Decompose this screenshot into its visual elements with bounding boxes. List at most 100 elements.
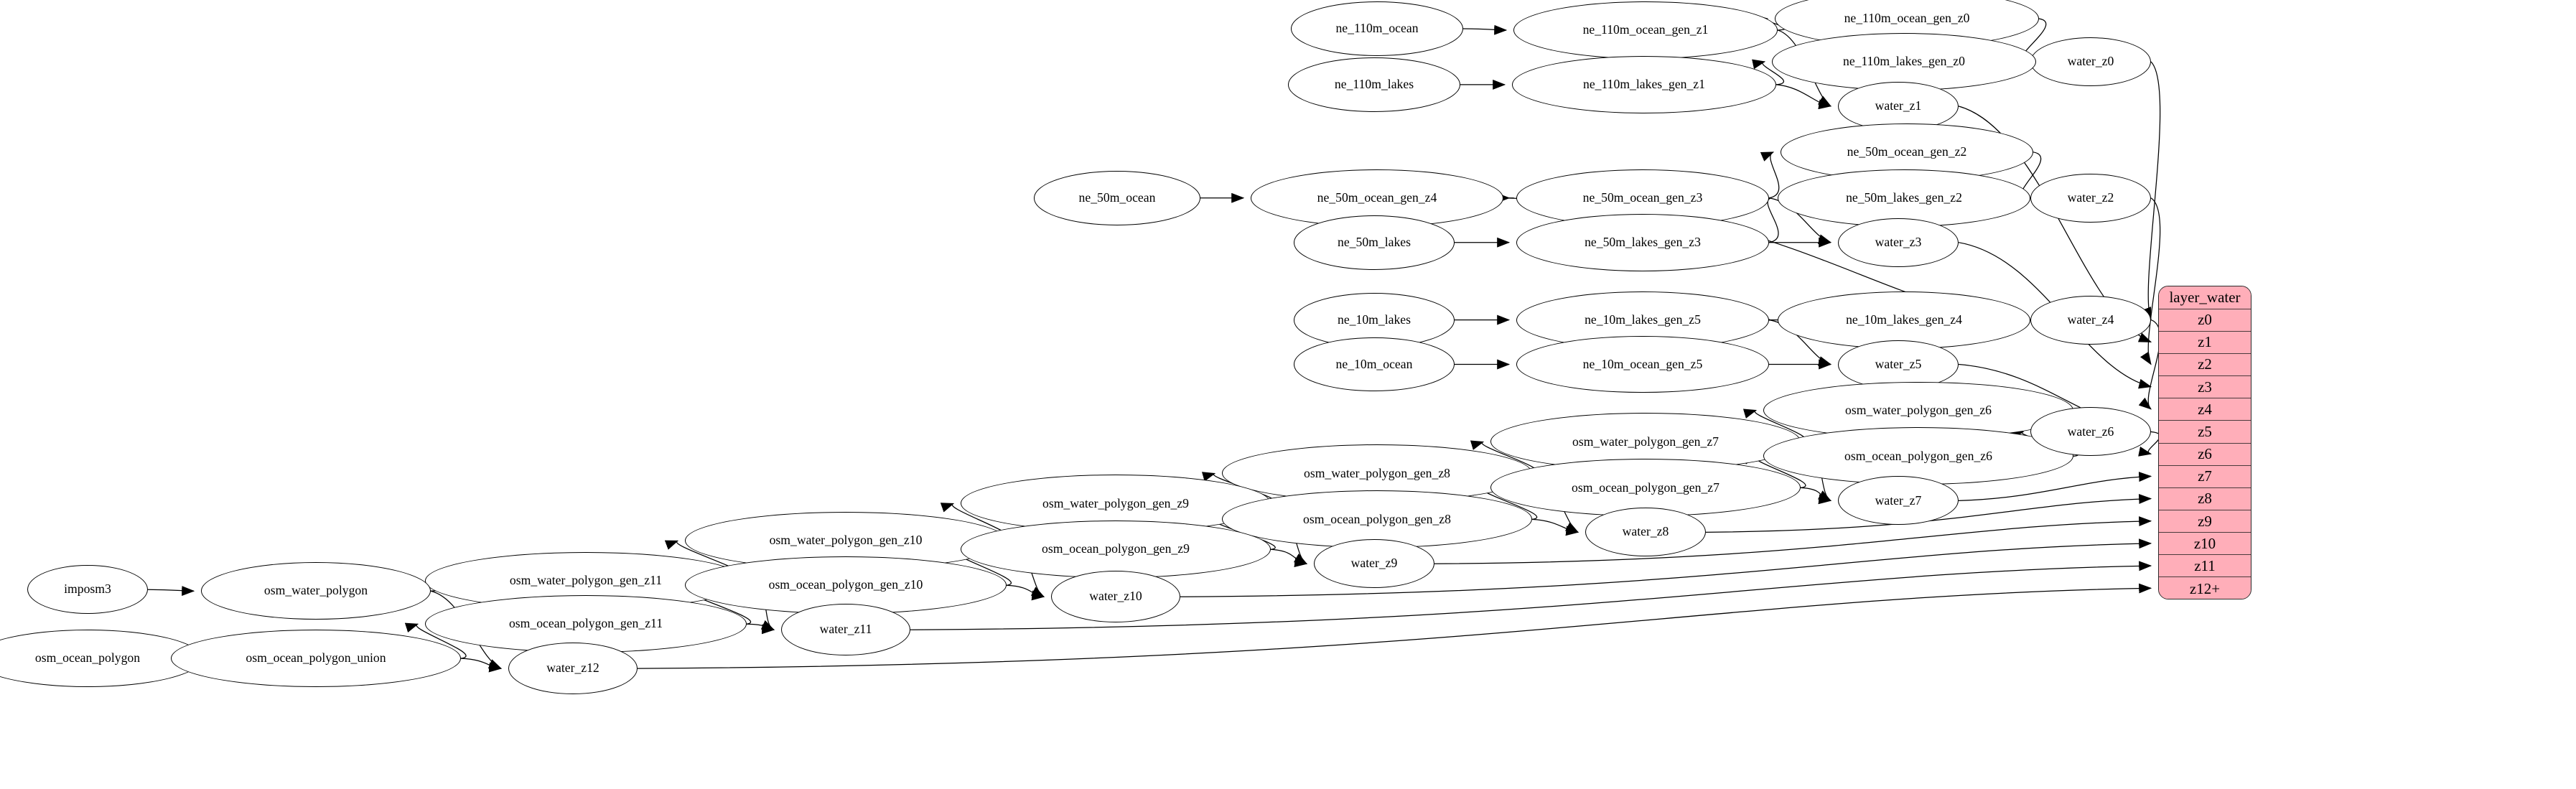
node-osm_ocean_polygon[interactable]: osm_ocean_polygon [0, 630, 202, 688]
node-label: water_z2 [2067, 190, 2114, 205]
node-label: osm_ocean_polygon_gen_z9 [1042, 541, 1190, 556]
node-label: osm_water_polygon_gen_z6 [1845, 402, 1992, 417]
node-label: water_z0 [2067, 54, 2114, 69]
record-header: layer_water [2159, 286, 2251, 309]
node-label: ne_110m_ocean_gen_z1 [1582, 22, 1709, 37]
edge-osm_ocean_polygon_gen_z9-to-water_z9 [1271, 549, 1308, 567]
record-row-z8[interactable]: z8 [2159, 487, 2251, 510]
node-label: ne_50m_ocean_gen_z2 [1847, 144, 1967, 159]
node-water_z5[interactable]: water_z5 [1838, 340, 1959, 389]
node-ne_50m_lakes[interactable]: ne_50m_lakes [1294, 215, 1455, 270]
node-water_z0[interactable]: water_z0 [2030, 37, 2151, 86]
record-row-z3[interactable]: z3 [2159, 376, 2251, 399]
node-label: osm_water_polygon_gen_z10 [769, 533, 923, 548]
edge-ne_50m_lakes_gen_z3-to-ne_50m_lakes_gen_z2 [1757, 198, 1778, 243]
node-water_z1[interactable]: water_z1 [1838, 81, 1959, 131]
record-row-z5[interactable]: z5 [2159, 421, 2251, 444]
node-ne_10m_lakes_gen_z4[interactable]: ne_10m_lakes_gen_z4 [1778, 291, 2030, 349]
node-label: ne_10m_lakes_gen_z5 [1585, 312, 1701, 327]
node-label: ne_10m_lakes_gen_z4 [1846, 312, 1962, 327]
node-label: ne_50m_ocean_gen_z3 [1582, 190, 1703, 205]
node-label: imposm3 [64, 582, 111, 597]
node-label: ne_50m_lakes [1338, 234, 1411, 249]
node-imposm3[interactable]: imposm3 [27, 565, 148, 615]
node-ne_110m_lakes[interactable]: ne_110m_lakes [1288, 57, 1460, 112]
node-osm_ocean_polygon_gen_z6[interactable]: osm_ocean_polygon_gen_z6 [1763, 427, 2073, 485]
record-row-z2[interactable]: z2 [2159, 353, 2251, 377]
record-row-z0[interactable]: z0 [2159, 309, 2251, 332]
node-water_z3[interactable]: water_z3 [1838, 218, 1959, 267]
record-row-z11[interactable]: z11 [2159, 555, 2251, 578]
node-label: ne_10m_ocean_gen_z5 [1582, 356, 1703, 371]
node-label: osm_ocean_polygon_gen_z11 [508, 616, 663, 631]
node-label: osm_ocean_polygon_gen_z8 [1303, 511, 1451, 526]
node-water_z4[interactable]: water_z4 [2030, 295, 2151, 345]
node-water_z8[interactable]: water_z8 [1585, 508, 1706, 557]
node-label: water_z1 [1875, 98, 1922, 113]
node-label: ne_110m_ocean [1335, 21, 1419, 36]
node-label: water_z7 [1875, 492, 1922, 508]
node-label: ne_50m_ocean [1078, 190, 1156, 205]
node-osm_ocean_polygon_gen_z9[interactable]: osm_ocean_polygon_gen_z9 [961, 520, 1271, 579]
node-label: osm_water_polygon_gen_z11 [509, 573, 663, 588]
record-row-z6[interactable]: z6 [2159, 443, 2251, 466]
node-water_z2[interactable]: water_z2 [2030, 173, 2151, 223]
node-label: osm_water_polygon [263, 583, 368, 598]
node-ne_10m_ocean_gen_z5[interactable]: ne_10m_ocean_gen_z5 [1516, 335, 1769, 393]
node-water_z7[interactable]: water_z7 [1838, 476, 1959, 526]
node-ne_10m_lakes_gen_z5[interactable]: ne_10m_lakes_gen_z5 [1516, 291, 1769, 349]
node-label: water_z8 [1622, 524, 1669, 539]
node-osm_ocean_polygon_gen_z8[interactable]: osm_ocean_polygon_gen_z8 [1222, 490, 1532, 548]
edge-osm_ocean_polygon_gen_z7-to-water_z7 [1801, 487, 1832, 505]
node-label: water_z5 [1875, 356, 1922, 371]
record-row-z12plus[interactable]: z12+ [2159, 577, 2251, 599]
record-row-z10[interactable]: z10 [2159, 533, 2251, 556]
node-label: ne_110m_lakes_gen_z0 [1843, 54, 1965, 69]
node-water_z9[interactable]: water_z9 [1314, 539, 1434, 589]
edge-ne_50m_ocean_gen_z3-to-ne_50m_ocean_gen_z2 [1760, 152, 1779, 198]
node-label: water_z3 [1875, 234, 1922, 249]
node-label: osm_water_polygon_gen_z8 [1304, 465, 1450, 480]
edge-ne_110m_ocean-to-ne_110m_ocean_gen_z1 [1463, 24, 1508, 35]
node-osm_water_polygon_gen_z6[interactable]: osm_water_polygon_gen_z6 [1763, 381, 2073, 439]
node-ne_50m_lakes_gen_z3[interactable]: ne_50m_lakes_gen_z3 [1516, 213, 1769, 271]
edge-water_z0-to-rec0 [2142, 62, 2160, 321]
node-osm_ocean_polygon_union[interactable]: osm_ocean_polygon_union [171, 630, 461, 688]
edge-ne_110m_lakes_gen_z1-to-water_z1 [1776, 85, 1832, 110]
node-water_z11[interactable]: water_z11 [781, 604, 910, 656]
record-row-z7[interactable]: z7 [2159, 465, 2251, 488]
node-water_z10[interactable]: water_z10 [1051, 571, 1180, 623]
node-osm_water_polygon_gen_z7[interactable]: osm_water_polygon_gen_z7 [1490, 413, 1801, 471]
edge-osm_ocean_polygon_gen_z11-to-water_z11 [747, 624, 775, 635]
record-row-z4[interactable]: z4 [2159, 398, 2251, 421]
record-row-z9[interactable]: z9 [2159, 510, 2251, 533]
record-row-z1[interactable]: z1 [2159, 331, 2251, 354]
node-osm_water_polygon_gen_z9[interactable]: osm_water_polygon_gen_z9 [961, 475, 1271, 533]
node-label: osm_ocean_polygon_union [246, 650, 386, 666]
node-ne_110m_ocean_gen_z1[interactable]: ne_110m_ocean_gen_z1 [1513, 1, 1778, 59]
node-ne_50m_lakes_gen_z2[interactable]: ne_50m_lakes_gen_z2 [1778, 169, 2030, 227]
node-water_z12[interactable]: water_z12 [508, 643, 638, 695]
node-label: water_z4 [2067, 312, 2114, 327]
node-label: ne_110m_lakes [1334, 77, 1414, 92]
node-label: osm_ocean_polygon_gen_z7 [1572, 480, 1719, 495]
edge-imposm3-to-osm_water_polygon [148, 586, 195, 597]
node-label: osm_water_polygon_gen_z9 [1042, 495, 1189, 510]
node-ne_50m_ocean[interactable]: ne_50m_ocean [1034, 170, 1200, 225]
node-label: osm_ocean_polygon_gen_z10 [768, 577, 923, 592]
node-ne_110m_ocean[interactable]: ne_110m_ocean [1291, 1, 1463, 56]
node-label: water_z9 [1350, 556, 1398, 571]
node-label: ne_10m_ocean [1335, 356, 1413, 371]
node-ne_10m_ocean[interactable]: ne_10m_ocean [1294, 337, 1455, 392]
node-label: osm_water_polygon_gen_z7 [1572, 434, 1719, 449]
node-osm_ocean_polygon_gen_z7[interactable]: osm_ocean_polygon_gen_z7 [1490, 459, 1801, 517]
node-label: ne_50m_ocean_gen_z4 [1317, 190, 1437, 205]
node-label: ne_50m_lakes_gen_z2 [1846, 190, 1962, 205]
node-label: ne_50m_lakes_gen_z3 [1585, 234, 1701, 249]
node-ne_110m_lakes_gen_z1[interactable]: ne_110m_lakes_gen_z1 [1512, 55, 1776, 113]
node-osm_water_polygon[interactable]: osm_water_polygon [201, 562, 431, 620]
node-water_z6[interactable]: water_z6 [2030, 407, 2151, 457]
node-label: water_z12 [546, 660, 599, 676]
